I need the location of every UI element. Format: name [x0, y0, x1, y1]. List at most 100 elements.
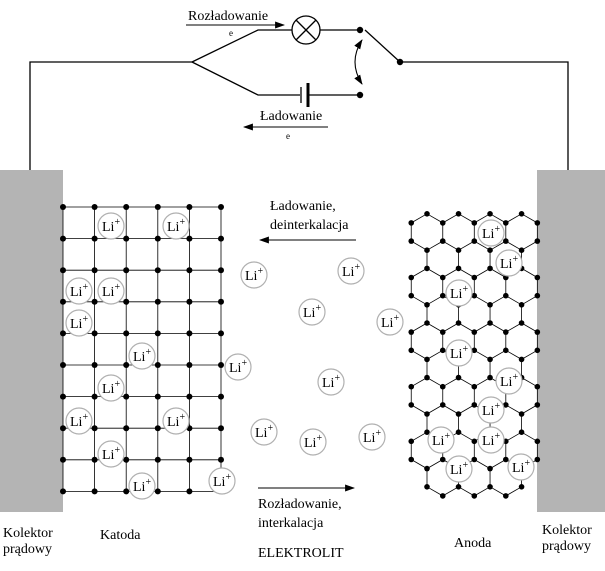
discharge-branch-wire — [191, 29, 292, 63]
lithium-ion-charge: + — [315, 303, 321, 314]
cathode-lattice-node — [186, 267, 193, 274]
cathode-lattice-node — [186, 204, 193, 210]
cathode-lattice-node — [91, 267, 98, 274]
anode-lattice-bond — [458, 404, 475, 415]
discharge-intercalation-label-line2: interkalacja — [258, 516, 324, 531]
anode-lattice-atom — [534, 383, 541, 390]
cathode-lattice-node — [186, 456, 193, 463]
anode-lattice-atom — [471, 493, 478, 499]
anode-lattice-bond — [442, 486, 459, 497]
lamp-icon — [291, 15, 321, 45]
anode-lattice-atom — [471, 292, 478, 299]
lithium-ion-circle — [445, 339, 473, 367]
cathode-lattice-node — [91, 298, 98, 305]
anode-lattice-bond — [505, 431, 522, 442]
anode-lattice-bond — [411, 431, 428, 442]
lithium-ion-anode: Li+ — [445, 339, 473, 367]
lithium-ion-cathode: Li+ — [162, 212, 190, 240]
discharge-electron-symbol: e — [229, 28, 233, 38]
anode-lattice-bond — [458, 213, 475, 224]
lithium-ion-circle — [224, 353, 252, 381]
anode-lattice-atom — [408, 456, 415, 463]
anode-lattice-atom — [439, 292, 446, 299]
lithium-ion-anode: Li+ — [477, 396, 505, 424]
lithium-ion-charge: + — [179, 412, 185, 423]
anode-lattice-atom — [424, 465, 430, 472]
lithium-ion-cathode: Li+ — [97, 277, 125, 305]
cathode-lattice-node — [186, 488, 193, 495]
anode-lattice-atom — [487, 265, 493, 272]
lithium-ion-circle — [128, 472, 156, 500]
cathode-lattice-node — [91, 204, 98, 210]
switch-double-arrow — [354, 39, 363, 85]
anode-lattice-bond — [505, 404, 522, 415]
anode-lattice-bond — [411, 349, 428, 360]
anode-lattice-atom — [439, 220, 446, 226]
anode-lattice-atom — [534, 238, 541, 244]
charge-electron-symbol: e — [286, 131, 290, 141]
anode-lattice-bond — [442, 268, 459, 278]
lithium-ion-circle — [97, 277, 125, 305]
anode-lattice-bond — [426, 404, 443, 415]
cathode-lattice-node — [154, 456, 161, 463]
lithium-ion-charge: + — [354, 262, 360, 273]
cathode-lattice-node — [60, 204, 66, 210]
anode-lattice-atom — [534, 274, 541, 281]
anode-lattice-atom — [503, 238, 509, 244]
anode-lattice-bond — [505, 295, 522, 306]
anode-lattice-bond — [505, 213, 522, 224]
anode-lattice-atom — [518, 429, 525, 436]
charge-deintercalation-label-line1: Ładowanie, — [270, 199, 336, 214]
anode-lattice-bond — [474, 268, 491, 278]
lithium-ion-charge: + — [462, 460, 468, 471]
lithium-ion-charge: + — [462, 344, 468, 355]
anode-lattice-bond — [489, 295, 507, 306]
lithium-ion-cathode: Li+ — [65, 309, 93, 337]
anode-lattice-atom — [503, 456, 509, 463]
lithium-ion-circle — [97, 374, 125, 402]
discharge-intercalation-label-line1: Rozładowanie, — [258, 497, 342, 512]
cathode-lattice-node — [154, 298, 161, 305]
anode-lattice-bond — [474, 486, 491, 497]
anode-lattice-bond — [426, 349, 443, 360]
anode-lattice-bond — [411, 268, 428, 278]
lithium-ion-electrolyte: Li+ — [224, 353, 252, 381]
lithium-ion-charge: + — [241, 358, 247, 369]
anode-lattice-bond — [489, 240, 507, 251]
cathode-lattice-node — [91, 330, 98, 337]
cathode-lattice-node — [154, 425, 161, 432]
anode-lattice-atom — [408, 347, 415, 354]
anode-lattice-bond — [474, 322, 491, 333]
anode-lattice-bond — [426, 295, 443, 306]
anode-lattice-atom — [408, 383, 415, 390]
cathode-lattice-node — [60, 235, 66, 242]
cathode-lattice-node — [154, 393, 161, 400]
lithium-ion-electrolyte: Li+ — [337, 257, 365, 285]
anode-lattice-bond — [442, 240, 459, 251]
lithium-ion-anode: Li+ — [507, 453, 535, 481]
anode-lattice-atom — [408, 220, 415, 226]
anode-lattice-atom — [455, 247, 462, 253]
lithium-ion-circle — [427, 426, 455, 454]
anode-lattice-atom — [424, 429, 430, 436]
lithium-ion-charge: + — [225, 472, 231, 483]
anode-lattice-atom — [424, 302, 430, 308]
switch-contact-charge — [356, 91, 364, 99]
anode-lattice-bond — [426, 486, 443, 497]
anode-lattice-atom — [439, 456, 446, 463]
lithium-ion-charge: + — [179, 217, 185, 228]
anode-lattice-bond — [426, 322, 443, 333]
anode-lattice-atom — [424, 265, 430, 272]
anode-lattice-bond — [474, 295, 491, 306]
lithium-ion-circle — [97, 440, 125, 468]
lithium-ion-charge: + — [512, 254, 518, 265]
lithium-ion-circle — [445, 455, 473, 483]
anode-lattice-atom — [487, 302, 493, 308]
cathode-lattice-node — [91, 425, 98, 432]
lithium-ion-charge: + — [512, 372, 518, 383]
anode-lattice-atom — [424, 484, 430, 490]
lithium-ions: Li+Li+Li+Li+Li+Li+Li+Li+Li+Li+Li+Li+Li+L… — [65, 212, 535, 500]
anode-lattice-bond — [458, 240, 475, 251]
cathode-lattice-node — [218, 298, 224, 305]
